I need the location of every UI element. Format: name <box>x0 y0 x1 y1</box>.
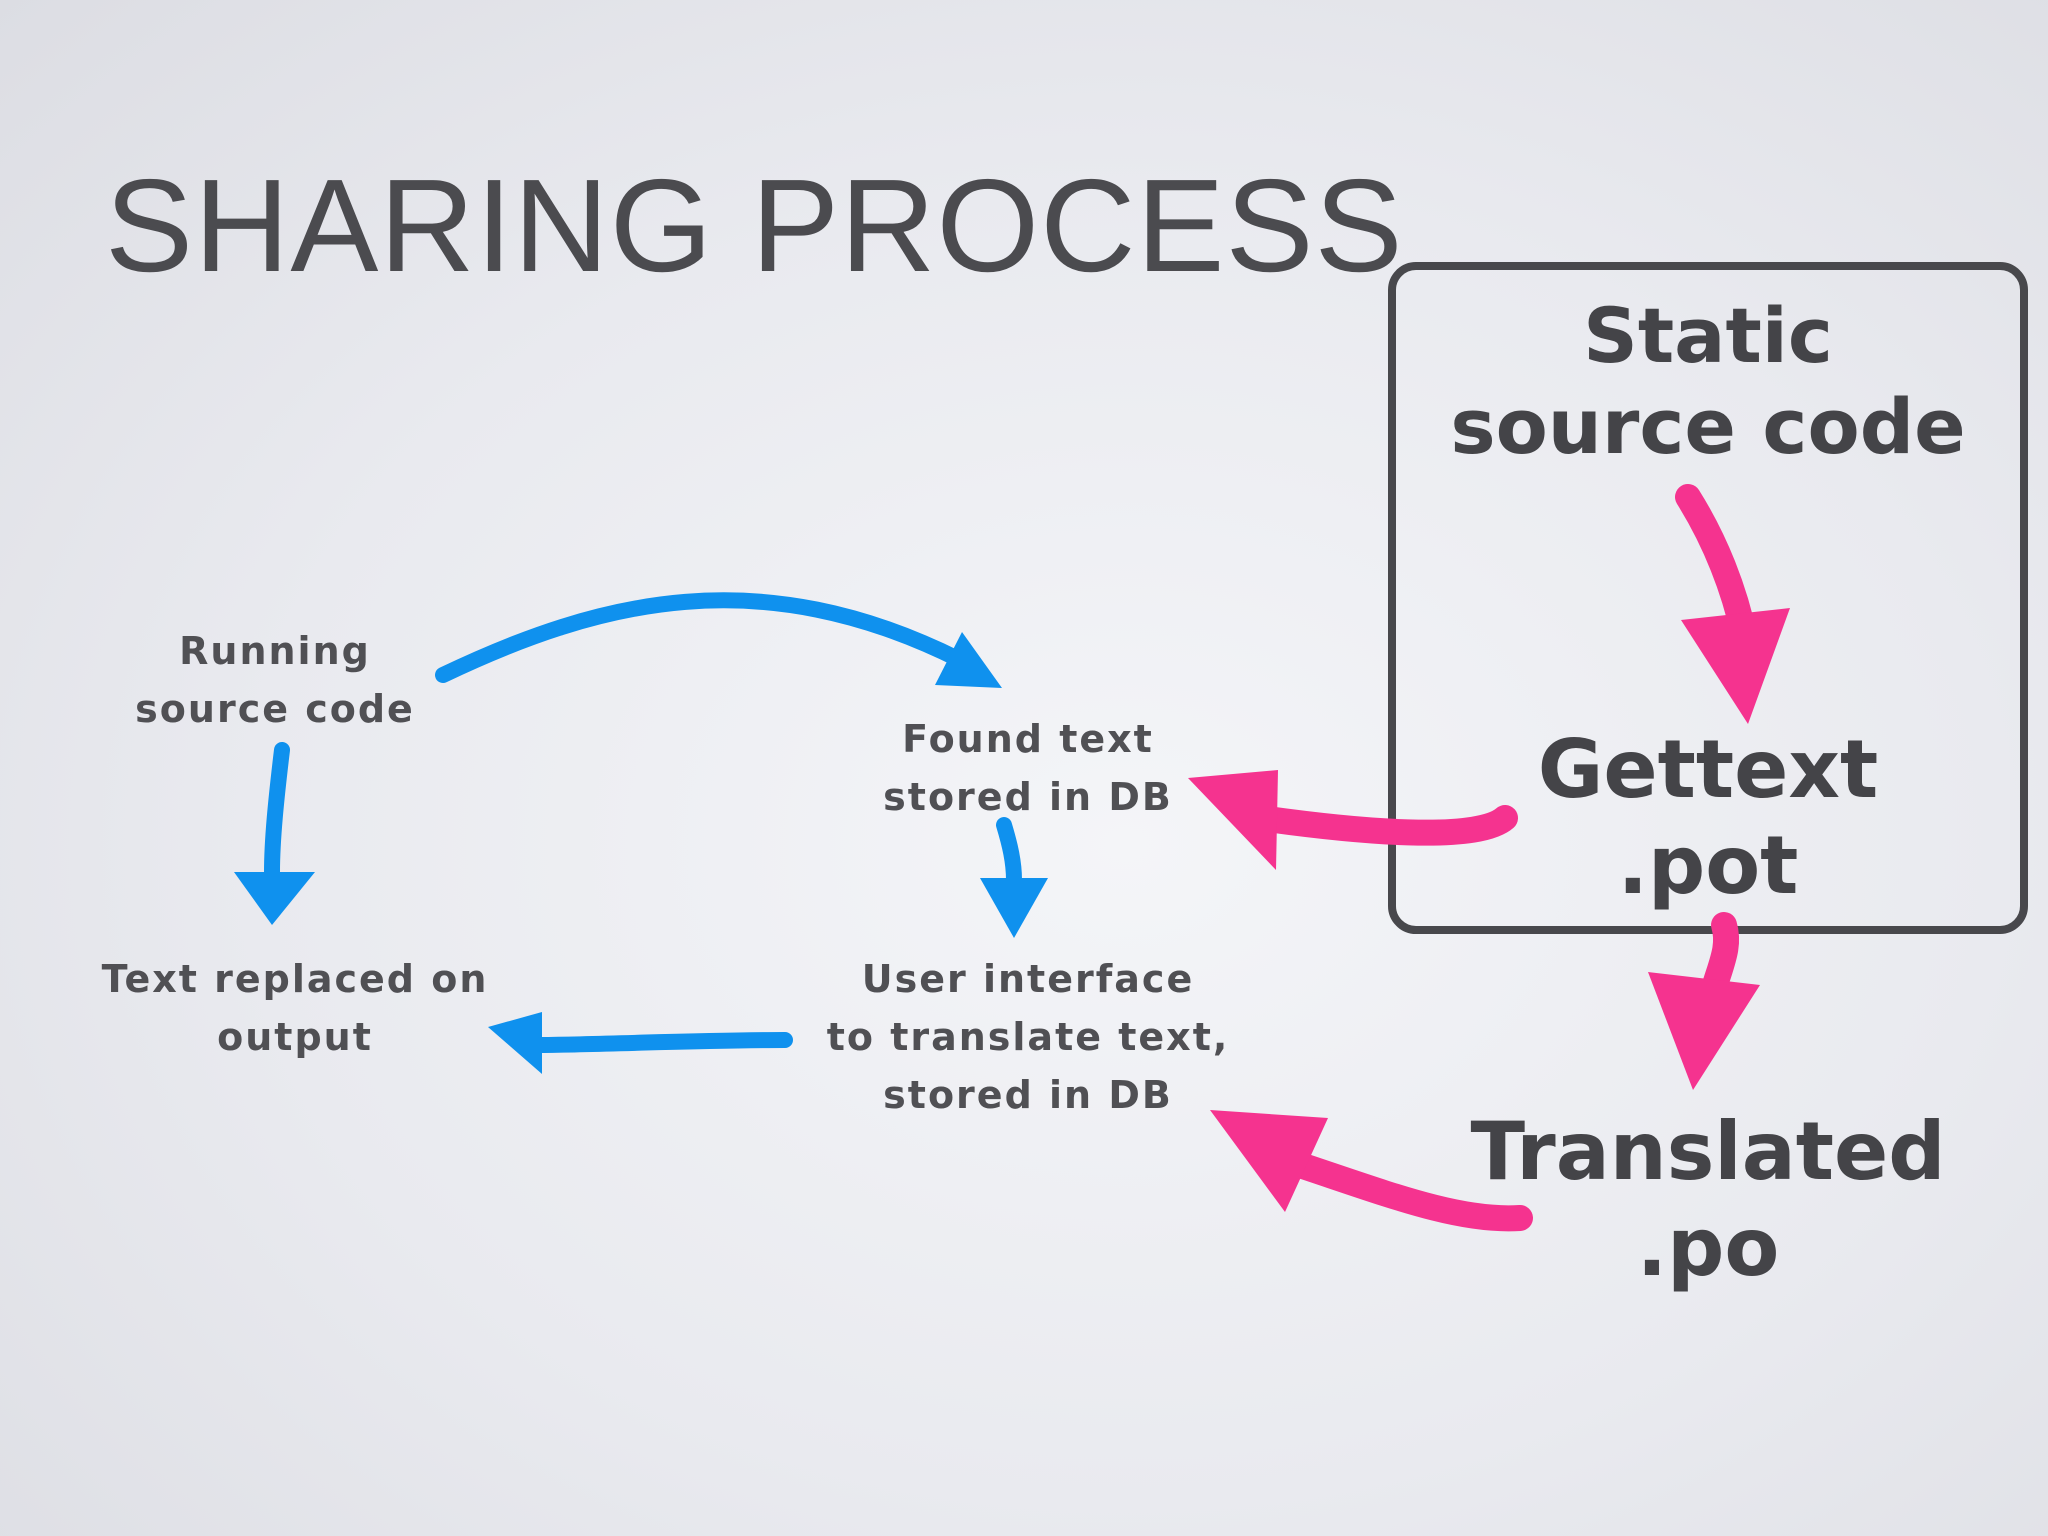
node-line: User interface <box>861 957 1195 1001</box>
arrow-running-to-found <box>435 592 1002 688</box>
node-line: stored in DB <box>883 1073 1173 1117</box>
node-line: source code <box>1450 382 1966 472</box>
arrow-running-to-replaced <box>234 742 315 925</box>
node-line: stored in DB <box>883 775 1173 819</box>
node-line: source code <box>135 687 415 731</box>
node-line: to translate text, <box>826 1015 1230 1059</box>
arrow-translated-to-ui <box>1210 1110 1533 1232</box>
node-line: Text replaced on <box>101 957 489 1001</box>
node-translated-po: Translated .po <box>1388 1104 2028 1296</box>
node-line: .pot <box>1617 819 1799 912</box>
node-text-replaced: Text replaced on output <box>60 950 530 1066</box>
node-line: Static <box>1583 291 1833 380</box>
slide-title: SHARING PROCESS <box>105 152 1404 299</box>
arrow-found-to-ui <box>980 817 1048 938</box>
node-line: .po <box>1636 1201 1780 1294</box>
node-gettext-pot: Gettext .pot <box>1388 722 2028 914</box>
arrow-static-to-gettext <box>1675 484 1790 724</box>
node-running-source-code: Running source code <box>100 622 450 738</box>
arrow-ui-to-replaced <box>488 1012 793 1074</box>
node-line: Gettext <box>1537 723 1879 816</box>
node-found-text: Found text stored in DB <box>848 710 1208 826</box>
node-line: output <box>217 1015 373 1059</box>
arrow-gettext-to-translated <box>1648 912 1760 1090</box>
static-source-box <box>1388 262 2028 934</box>
node-line: Found text <box>902 717 1154 761</box>
node-line: Running <box>179 629 371 673</box>
arrow-gettext-to-found <box>1188 770 1518 870</box>
node-user-interface: User interface to translate text, stored… <box>798 950 1258 1124</box>
node-static-source-code: Static source code <box>1388 290 2028 472</box>
node-line: Translated <box>1470 1105 1946 1198</box>
